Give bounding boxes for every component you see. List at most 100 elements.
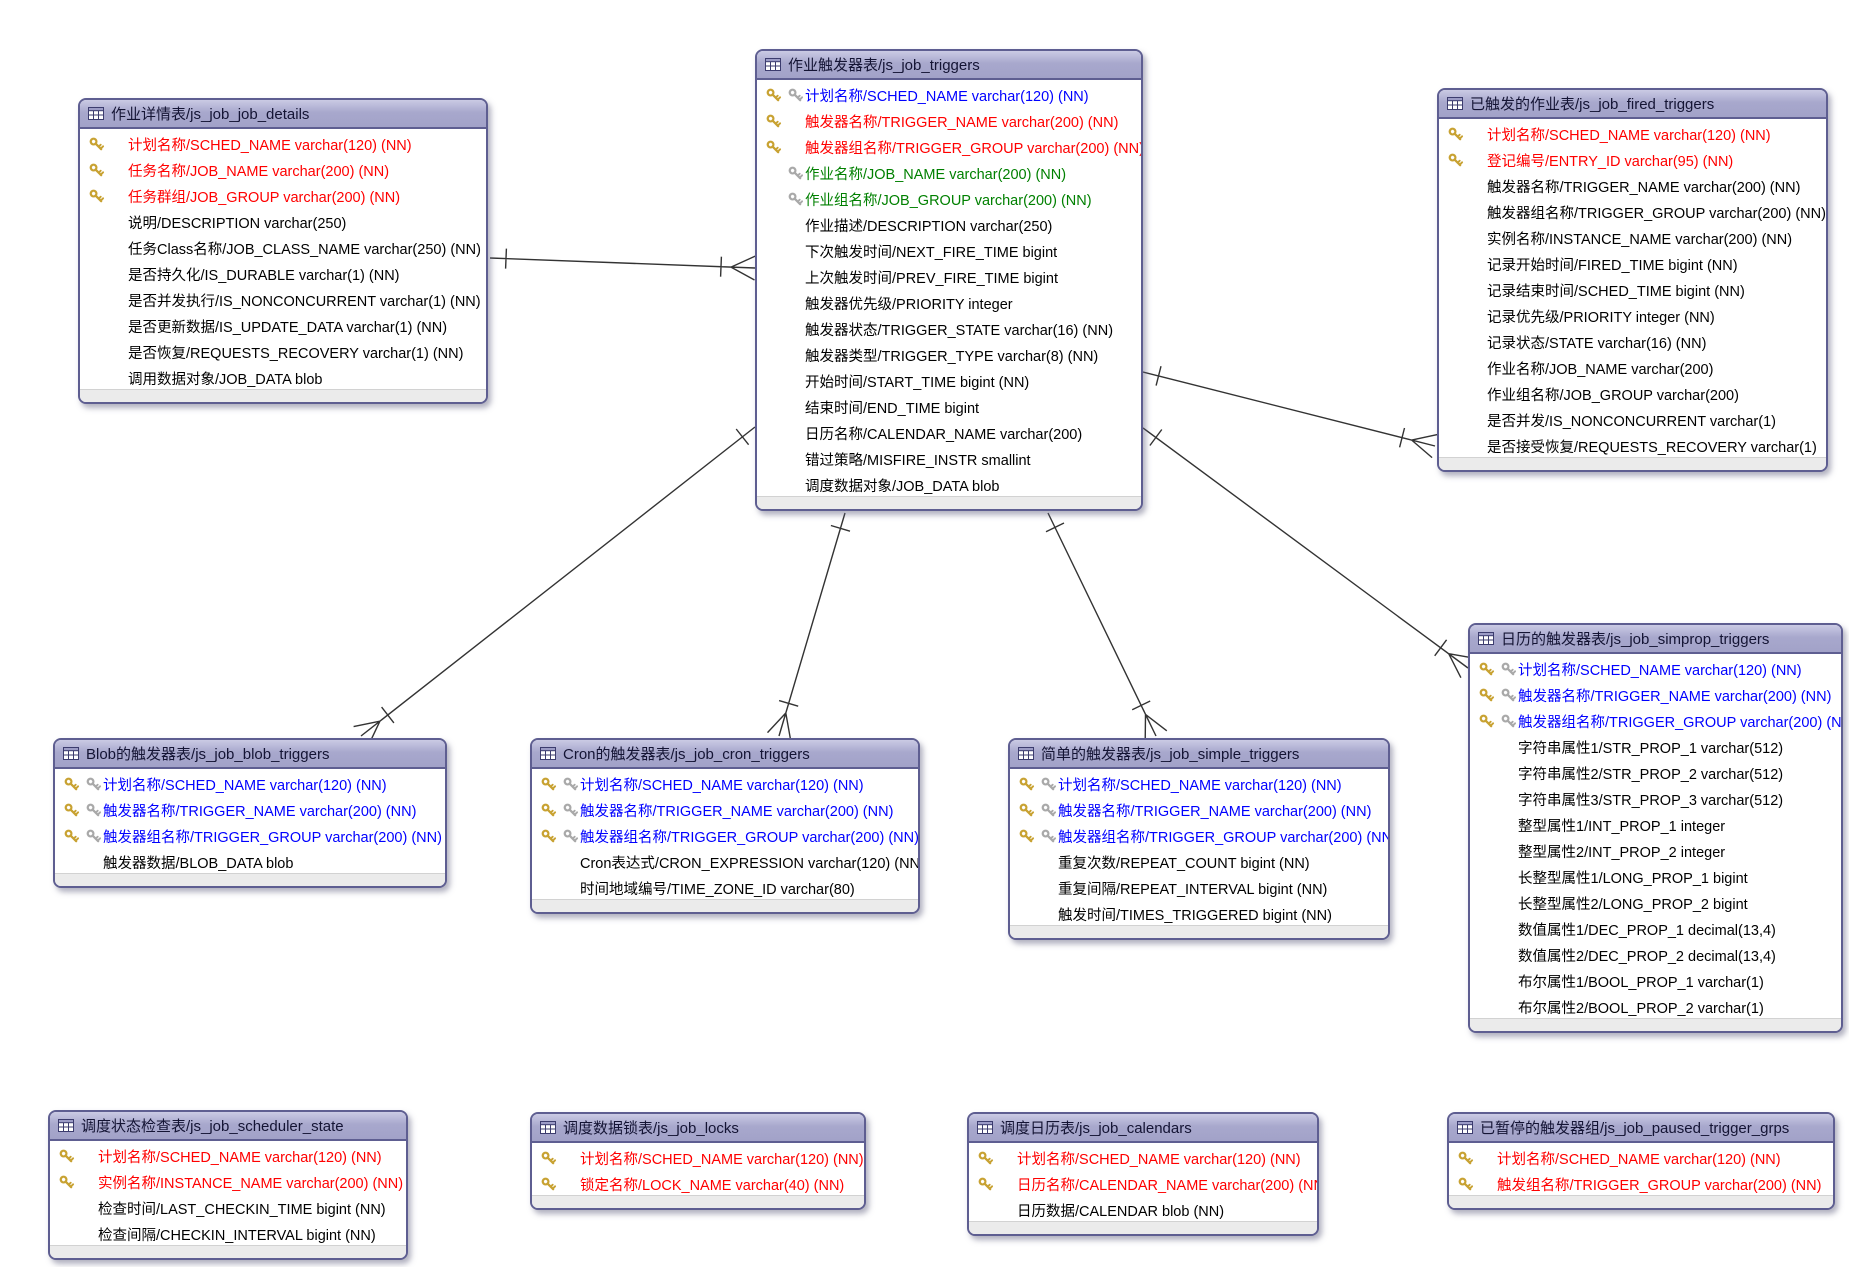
field-row[interactable]: 作业组名称/JOB_GROUP varchar(200) (NN) [757,186,1141,212]
field-row[interactable]: 是否更新数据/IS_UPDATE_DATA varchar(1) (NN) [80,313,486,339]
field-row[interactable]: 任务Class名称/JOB_CLASS_NAME varchar(250) (N… [80,235,486,261]
table-js-job-scheduler-state[interactable]: 调度状态检查表/js_job_scheduler_state 计划名称/SCHE… [48,1110,408,1260]
field-row[interactable]: 登记编号/ENTRY_ID varchar(95) (NN) [1439,147,1826,173]
table-header[interactable]: 作业详情表/js_job_job_details [80,100,486,129]
field-row[interactable]: 是否并发/IS_NONCONCURRENT varchar(1) [1439,407,1826,433]
field-row[interactable]: 触发器组名称/TRIGGER_GROUP varchar(200) (NN) [1010,823,1388,849]
field-row[interactable]: 作业名称/JOB_NAME varchar(200) [1439,355,1826,381]
field-row[interactable]: 触发器优先级/PRIORITY integer [757,290,1141,316]
field-row[interactable]: 是否并发执行/IS_NONCONCURRENT varchar(1) (NN) [80,287,486,313]
field-row[interactable]: 说明/DESCRIPTION varchar(250) [80,209,486,235]
field-row[interactable]: 计划名称/SCHED_NAME varchar(120) (NN) [1439,121,1826,147]
field-row[interactable]: 重复次数/REPEAT_COUNT bigint (NN) [1010,849,1388,875]
field-row[interactable]: 是否接受恢复/REQUESTS_RECOVERY varchar(1) [1439,433,1826,457]
field-row[interactable]: 字符串属性3/STR_PROP_3 varchar(512) [1470,786,1841,812]
table-js-job-paused-trigger-grps[interactable]: 已暂停的触发器组/js_job_paused_trigger_grps 计划名称… [1447,1112,1835,1210]
field-row[interactable]: 调用数据对象/JOB_DATA blob [80,365,486,389]
field-row[interactable]: 检查时间/LAST_CHECKIN_TIME bigint (NN) [50,1195,406,1221]
field-row[interactable]: 重复间隔/REPEAT_INTERVAL bigint (NN) [1010,875,1388,901]
field-row[interactable]: 触发器数据/BLOB_DATA blob [55,849,445,873]
field-row[interactable]: 长整型属性2/LONG_PROP_2 bigint [1470,890,1841,916]
field-row[interactable]: 调度数据对象/JOB_DATA blob [757,472,1141,496]
field-row[interactable]: 是否恢复/REQUESTS_RECOVERY varchar(1) (NN) [80,339,486,365]
field-row[interactable]: 计划名称/SCHED_NAME varchar(120) (NN) [1449,1145,1833,1171]
field-row[interactable]: 结束时间/END_TIME bigint [757,394,1141,420]
table-js-job-fired-triggers[interactable]: 已触发的作业表/js_job_fired_triggers 计划名称/SCHED… [1437,88,1828,472]
field-row[interactable]: 是否持久化/IS_DURABLE varchar(1) (NN) [80,261,486,287]
table-header[interactable]: Cron的触发器表/js_job_cron_triggers [532,740,918,769]
field-row[interactable]: 计划名称/SCHED_NAME varchar(120) (NN) [1470,656,1841,682]
field-row[interactable]: 实例名称/INSTANCE_NAME varchar(200) (NN) [50,1169,406,1195]
field-row[interactable]: 触发器名称/TRIGGER_NAME varchar(200) (NN) [1010,797,1388,823]
field-row[interactable]: 日历名称/CALENDAR_NAME varchar(200) [757,420,1141,446]
field-row[interactable]: 日历数据/CALENDAR blob (NN) [969,1197,1317,1221]
field-row[interactable]: 实例名称/INSTANCE_NAME varchar(200) (NN) [1439,225,1826,251]
field-row[interactable]: 触发器状态/TRIGGER_STATE varchar(16) (NN) [757,316,1141,342]
field-row[interactable]: 字符串属性1/STR_PROP_1 varchar(512) [1470,734,1841,760]
field-row[interactable]: 时间地域编号/TIME_ZONE_ID varchar(80) [532,875,918,899]
table-js-job-simprop-triggers[interactable]: 日历的触发器表/js_job_simprop_triggers 计划名称/SCH… [1468,623,1843,1033]
field-row[interactable]: 检查间隔/CHECKIN_INTERVAL bigint (NN) [50,1221,406,1245]
field-row[interactable]: 布尔属性1/BOOL_PROP_1 varchar(1) [1470,968,1841,994]
table-header[interactable]: Blob的触发器表/js_job_blob_triggers [55,740,445,769]
field-row[interactable]: 上次触发时间/PREV_FIRE_TIME bigint [757,264,1141,290]
field-row[interactable]: 开始时间/START_TIME bigint (NN) [757,368,1141,394]
field-row[interactable]: 触发器组名称/TRIGGER_GROUP varchar(200) (NN) [757,134,1141,160]
field-row[interactable]: 布尔属性2/BOOL_PROP_2 varchar(1) [1470,994,1841,1018]
relation-job-details-to-triggers[interactable] [489,248,756,281]
field-row[interactable]: 任务名称/JOB_NAME varchar(200) (NN) [80,157,486,183]
field-row[interactable]: 计划名称/SCHED_NAME varchar(120) (NN) [55,771,445,797]
field-row[interactable]: 触发器名称/TRIGGER_NAME varchar(200) (NN) [1470,682,1841,708]
field-row[interactable]: 作业名称/JOB_NAME varchar(200) (NN) [757,160,1141,186]
field-row[interactable]: 计划名称/SCHED_NAME varchar(120) (NN) [969,1145,1317,1171]
relation-triggers-to-blob-triggers[interactable] [353,426,756,746]
table-js-job-triggers[interactable]: 作业触发器表/js_job_triggers 计划名称/SCHED_NAME v… [755,49,1143,511]
field-row[interactable]: 触发器组名称/TRIGGER_GROUP varchar(200) (NN) [55,823,445,849]
field-row[interactable]: 计划名称/SCHED_NAME varchar(120) (NN) [757,82,1141,108]
field-row[interactable]: 触发时间/TIMES_TRIGGERED bigint (NN) [1010,901,1388,925]
field-row[interactable]: 计划名称/SCHED_NAME varchar(120) (NN) [80,131,486,157]
field-row[interactable]: 触发器名称/TRIGGER_NAME varchar(200) (NN) [532,797,918,823]
field-row[interactable]: 任务群组/JOB_GROUP varchar(200) (NN) [80,183,486,209]
table-header[interactable]: 调度日历表/js_job_calendars [969,1114,1317,1143]
table-js-job-job-details[interactable]: 作业详情表/js_job_job_details 计划名称/SCHED_NAME… [78,98,488,404]
field-row[interactable]: 整型属性1/INT_PROP_1 integer [1470,812,1841,838]
field-row[interactable]: 触发器名称/TRIGGER_NAME varchar(200) (NN) [757,108,1141,134]
table-header[interactable]: 已暂停的触发器组/js_job_paused_trigger_grps [1449,1114,1833,1143]
field-row[interactable]: 触发器名称/TRIGGER_NAME varchar(200) (NN) [1439,173,1826,199]
field-row[interactable]: 记录优先级/PRIORITY integer (NN) [1439,303,1826,329]
field-row[interactable]: 触发器组名称/TRIGGER_GROUP varchar(200) (NN) [1470,708,1841,734]
field-row[interactable]: 作业组名称/JOB_GROUP varchar(200) [1439,381,1826,407]
field-row[interactable]: 记录结束时间/SCHED_TIME bigint (NN) [1439,277,1826,303]
field-row[interactable]: 下次触发时间/NEXT_FIRE_TIME bigint [757,238,1141,264]
table-js-job-cron-triggers[interactable]: Cron的触发器表/js_job_cron_triggers 计划名称/SCHE… [530,738,920,914]
field-row[interactable]: 作业描述/DESCRIPTION varchar(250) [757,212,1141,238]
field-row[interactable]: 记录状态/STATE varchar(16) (NN) [1439,329,1826,355]
table-js-job-locks[interactable]: 调度数据锁表/js_job_locks 计划名称/SCHED_NAME varc… [530,1112,866,1210]
field-row[interactable]: 触发器名称/TRIGGER_NAME varchar(200) (NN) [55,797,445,823]
table-js-job-calendars[interactable]: 调度日历表/js_job_calendars 计划名称/SCHED_NAME v… [967,1112,1319,1236]
field-row[interactable]: 触发器组名称/TRIGGER_GROUP varchar(200) (NN) [1439,199,1826,225]
field-row[interactable]: 计划名称/SCHED_NAME varchar(120) (NN) [532,1145,864,1171]
field-row[interactable]: Cron表达式/CRON_EXPRESSION varchar(120) (NN… [532,849,918,875]
field-row[interactable]: 记录开始时间/FIRED_TIME bigint (NN) [1439,251,1826,277]
field-row[interactable]: 长整型属性1/LONG_PROP_1 bigint [1470,864,1841,890]
table-header[interactable]: 简单的触发器表/js_job_simple_triggers [1010,740,1388,769]
table-header[interactable]: 作业触发器表/js_job_triggers [757,51,1141,80]
field-row[interactable]: 数值属性1/DEC_PROP_1 decimal(13,4) [1470,916,1841,942]
field-row[interactable]: 整型属性2/INT_PROP_2 integer [1470,838,1841,864]
table-header[interactable]: 调度状态检查表/js_job_scheduler_state [50,1112,406,1141]
table-js-job-blob-triggers[interactable]: Blob的触发器表/js_job_blob_triggers 计划名称/SCHE… [53,738,447,888]
relation-triggers-to-simple-triggers[interactable] [1045,512,1168,742]
table-header[interactable]: 已触发的作业表/js_job_fired_triggers [1439,90,1826,119]
field-row[interactable]: 计划名称/SCHED_NAME varchar(120) (NN) [50,1143,406,1169]
field-row[interactable]: 触发器组名称/TRIGGER_GROUP varchar(200) (NN) [532,823,918,849]
field-row[interactable]: 触发器类型/TRIGGER_TYPE varchar(8) (NN) [757,342,1141,368]
field-row[interactable]: 锁定名称/LOCK_NAME varchar(40) (NN) [532,1171,864,1195]
table-header[interactable]: 日历的触发器表/js_job_simprop_triggers [1470,625,1841,654]
field-row[interactable]: 日历名称/CALENDAR_NAME varchar(200) (NN) [969,1171,1317,1197]
table-js-job-simple-triggers[interactable]: 简单的触发器表/js_job_simple_triggers 计划名称/SCHE… [1008,738,1390,940]
field-row[interactable]: 计划名称/SCHED_NAME varchar(120) (NN) [1010,771,1388,797]
field-row[interactable]: 计划名称/SCHED_NAME varchar(120) (NN) [532,771,918,797]
